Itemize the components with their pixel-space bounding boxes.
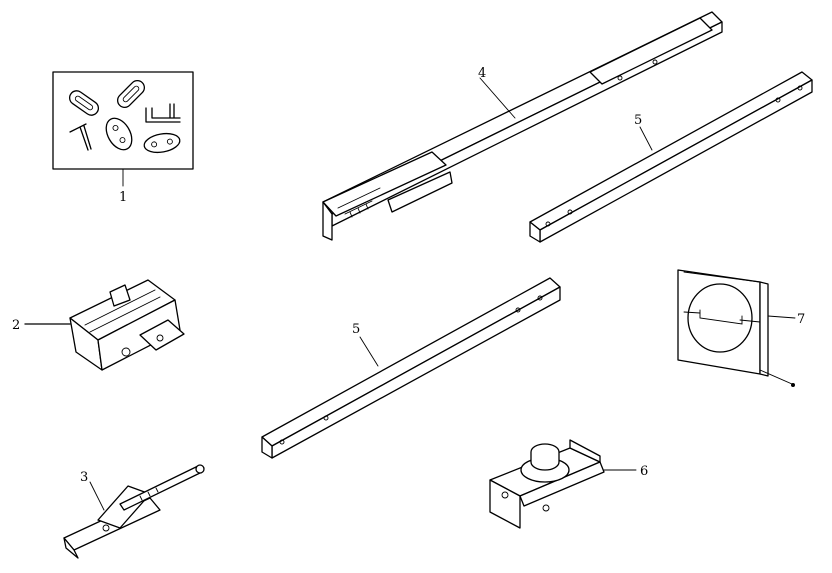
callout-4: 4	[478, 66, 486, 81]
part-5-rail-lower	[261, 277, 561, 459]
callout-5-lower: 5	[352, 322, 360, 337]
part-4-rail-section	[322, 11, 723, 241]
part-3-inner-trolley	[63, 464, 205, 559]
callout-3: 3	[80, 470, 88, 485]
callout-5-upper: 5	[634, 113, 642, 128]
part-7-sprocket-cover	[677, 269, 796, 387]
callout-2: 2	[12, 318, 20, 333]
callout-1: 1	[119, 190, 127, 205]
callout-7: 7	[797, 312, 805, 327]
part-2-trolley	[24, 279, 185, 371]
callout-6: 6	[640, 464, 648, 479]
part-1-hardware-kit	[52, 71, 194, 187]
part-5-rail-upper	[529, 71, 813, 243]
part-6-pulley-bracket	[489, 439, 637, 529]
